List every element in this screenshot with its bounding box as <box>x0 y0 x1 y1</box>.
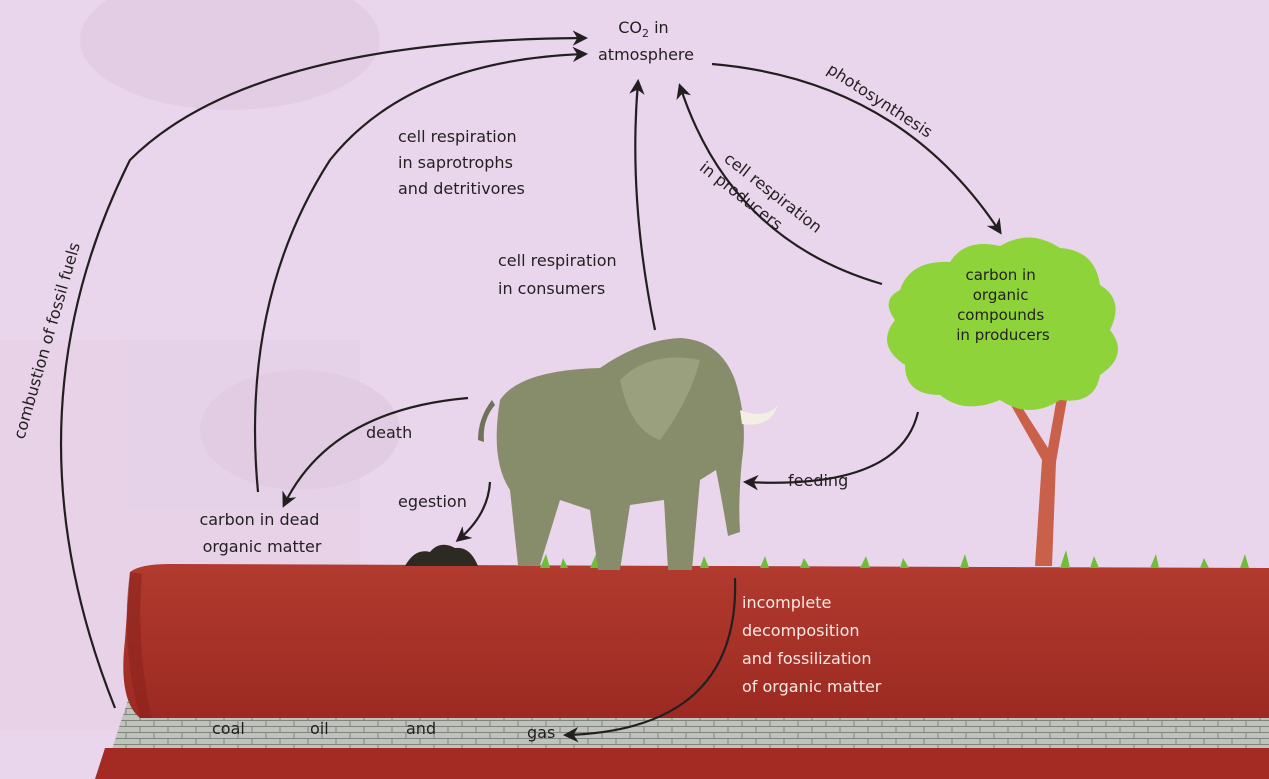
svg-text:gas: gas <box>527 723 555 742</box>
svg-text:oil: oil <box>310 719 329 738</box>
dung-pile <box>405 545 478 566</box>
resp-saprotrophs-label: cell respiration in saprotrophs and detr… <box>398 127 525 198</box>
svg-text:and: and <box>406 719 436 738</box>
resp-producers-label: cell respiration in producers <box>696 140 830 257</box>
resp-consumers-label: cell respiration in consumers <box>498 251 622 298</box>
photosynthesis-label: photosynthesis <box>824 59 936 141</box>
bottom-soil-strip <box>95 748 1269 779</box>
svg-text:coal: coal <box>212 719 245 738</box>
death-label: death <box>366 423 412 442</box>
arrow-egestion <box>458 482 490 540</box>
soil-band <box>123 564 1269 718</box>
egestion-label: egestion <box>398 492 467 511</box>
elephant <box>478 338 778 570</box>
atmosphere-label: CO2 in atmosphere <box>598 18 694 64</box>
grass <box>540 550 1249 568</box>
feeding-label: feeding <box>788 471 848 490</box>
arrow-resp-consumers <box>635 82 655 330</box>
arrow-resp-producers <box>680 86 882 284</box>
